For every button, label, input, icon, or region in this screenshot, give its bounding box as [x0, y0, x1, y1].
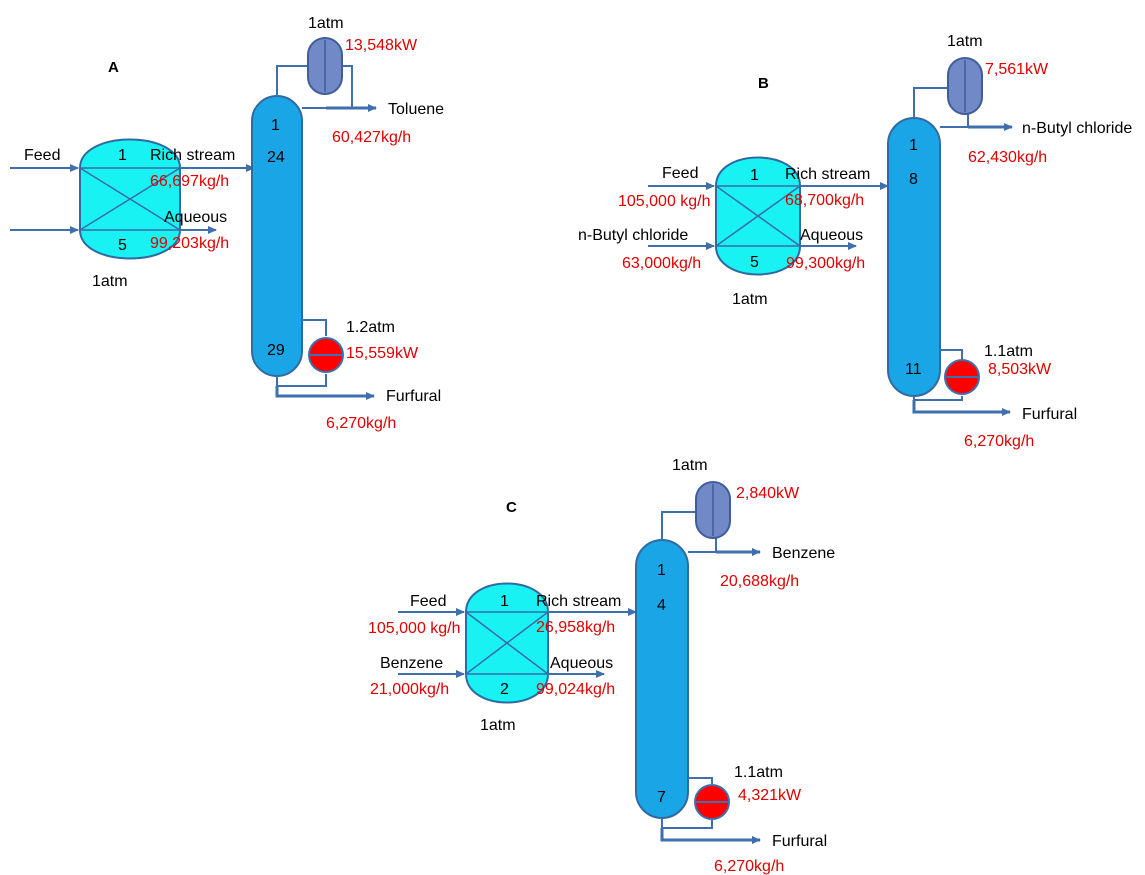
condenser-duty: 13,548kW [345, 37, 418, 54]
reboiler-return-line [302, 319, 327, 336]
bottoms-flow: 6,270kg/h [326, 415, 396, 432]
extractor-cross-line [465, 611, 549, 675]
column-feed-stage: 24 [267, 149, 285, 166]
reboiler-return-line [940, 349, 963, 360]
aqueous-label: Aqueous [800, 227, 863, 244]
column-bottom-stage: 29 [267, 342, 285, 359]
aqueous-flow: 99,203kg/h [150, 235, 229, 252]
panel-b: B 1 5 1atm Feed 105,000 kg/h n-Butyl chl… [578, 33, 1132, 450]
feed-label: Feed [24, 147, 60, 164]
panel-b-title: B [758, 75, 769, 92]
feed-label: Feed [410, 593, 446, 610]
rich-stream-flow: 26,958kg/h [536, 619, 615, 636]
overhead-vapor-line [276, 65, 307, 96]
distillate-flow: 60,427kg/h [332, 129, 411, 146]
reboiler-pressure: 1.1atm [984, 343, 1033, 360]
rich-stream-flow: 68,700kg/h [785, 192, 864, 209]
distillate-label: Benzene [772, 545, 835, 562]
condenser-duty: 2,840kW [736, 485, 800, 502]
distillate-label: Toluene [388, 101, 444, 118]
panel-c: C 1 2 1atm Feed 105,000 kg/h Benzene 21,… [368, 457, 835, 875]
bottoms-label: Furfural [1022, 406, 1077, 423]
condenser-duty: 7,561kW [985, 61, 1049, 78]
feed-label: Feed [662, 165, 698, 182]
column-top-stage: 1 [271, 117, 280, 134]
column-top-stage: 1 [657, 562, 666, 579]
distillation-column-icon [251, 95, 303, 377]
solvent-label: n-Butyl chloride [578, 227, 688, 244]
reboiler-feed-line [276, 374, 327, 387]
distillate-label: n-Butyl chloride [1022, 120, 1132, 137]
extractor-top-stage: 1 [500, 593, 509, 610]
bottoms-label: Furfural [772, 833, 827, 850]
solvent-label: Benzene [380, 655, 443, 672]
extractor-pressure: 1atm [732, 291, 768, 308]
overhead-vapor-line [661, 511, 696, 540]
column-bottom-stage: 11 [905, 361, 922, 378]
reboiler-duty: 8,503kW [988, 361, 1052, 378]
extractor-bottom-stage: 5 [118, 237, 127, 254]
column-top-stage: 1 [909, 137, 918, 154]
rich-stream-label: Rich stream [785, 166, 870, 183]
distillate-flow: 62,430kg/h [968, 149, 1047, 166]
aqueous-flow: 99,024kg/h [536, 681, 615, 698]
aqueous-flow: 99,300kg/h [786, 255, 865, 272]
panel-a: A 1 5 1atm Feed Rich stream 66,697kg/h A… [10, 15, 444, 432]
overhead-vapor-line [913, 87, 948, 118]
extractor-pressure: 1atm [92, 273, 128, 290]
feed-flow: 105,000 kg/h [618, 193, 711, 210]
distillation-column-icon [887, 117, 941, 397]
bottoms-arrow [275, 386, 375, 400]
condenser-pressure: 1atm [672, 457, 708, 474]
distillate-flow: 20,688kg/h [720, 573, 799, 590]
column-bottom-stage: 7 [657, 789, 666, 806]
panel-c-extractor: 1 2 1atm [465, 582, 549, 734]
extractor-cross-line [715, 185, 801, 247]
extractor-pressure: 1atm [480, 717, 516, 734]
aqueous-label: Aqueous [164, 209, 227, 226]
column-feed-stage: 8 [909, 171, 918, 188]
feed-flow: 105,000 kg/h [368, 620, 461, 637]
solvent-flow: 63,000kg/h [622, 255, 701, 272]
condenser-pressure: 1atm [947, 33, 983, 50]
condenser-pressure: 1atm [308, 15, 344, 32]
reboiler-feed-line [661, 818, 713, 829]
distillation-column-icon [635, 539, 689, 819]
reboiler-return-line [688, 777, 713, 784]
solvent-flow: 21,000kg/h [370, 681, 449, 698]
extractor-bottom-stage: 2 [500, 681, 509, 698]
panel-c-title: C [506, 499, 517, 516]
reboiler-pressure: 1.2atm [346, 319, 395, 336]
bottoms-label: Furfural [386, 388, 441, 405]
rich-stream-flow: 66,697kg/h [150, 173, 229, 190]
extractor-cross-line [79, 167, 181, 231]
reboiler-feed-line [913, 396, 963, 401]
column-feed-stage: 4 [657, 597, 666, 614]
bottoms-arrow [660, 828, 761, 844]
reboiler-duty: 15,559kW [346, 345, 419, 362]
bottoms-arrow [912, 400, 1011, 416]
rich-stream-label: Rich stream [536, 593, 621, 610]
bottoms-flow: 6,270kg/h [714, 858, 784, 875]
extractor-top-stage: 1 [750, 167, 759, 184]
reboiler-duty: 4,321kW [738, 787, 802, 804]
extractor-bottom-stage: 5 [750, 254, 759, 271]
panel-a-title: A [108, 59, 119, 76]
bottoms-flow: 6,270kg/h [964, 433, 1034, 450]
extractor-top-stage: 1 [118, 147, 127, 164]
reboiler-pressure: 1.1atm [734, 764, 783, 781]
aqueous-label: Aqueous [550, 655, 613, 672]
rich-stream-label: Rich stream [150, 147, 235, 164]
